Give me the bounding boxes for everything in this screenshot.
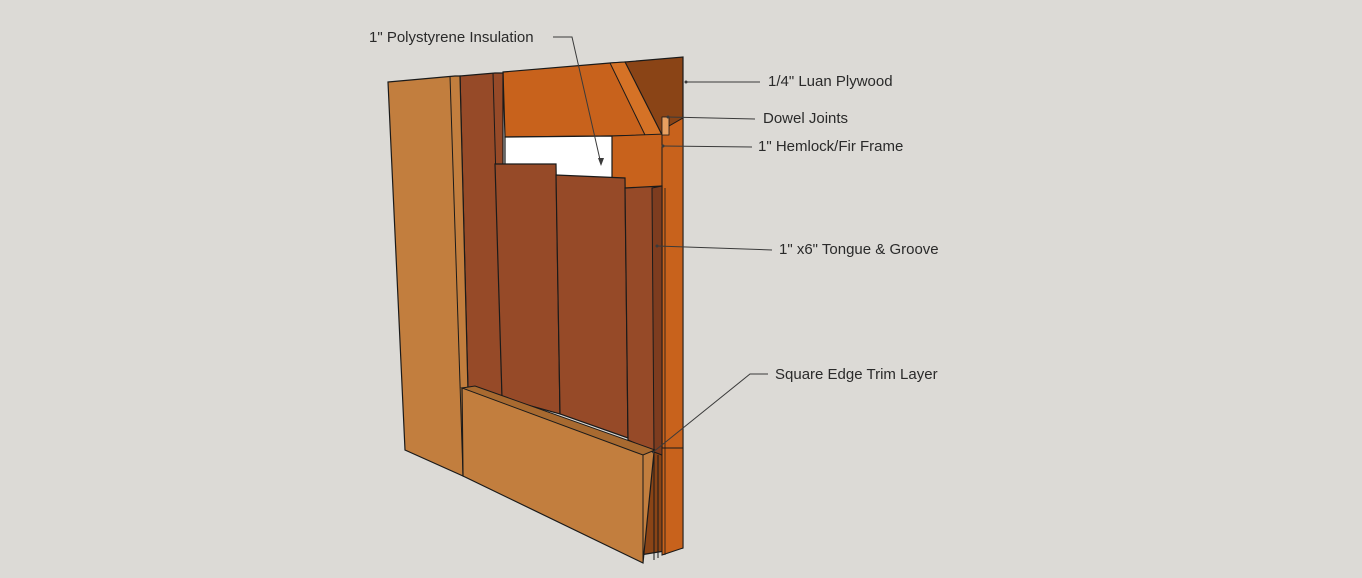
- tongue-groove-board-2: [494, 163, 561, 415]
- leader-hemlock: [662, 145, 753, 148]
- dowel-joint: [661, 116, 670, 136]
- frame-right-lower: [661, 447, 684, 556]
- leader-dowel: [667, 116, 756, 120]
- leader-trim: [651, 373, 768, 454]
- tongue-groove-board-edge: [651, 185, 663, 456]
- label-hemlock-fir-frame: 1" Hemlock/Fir Frame: [758, 138, 904, 155]
- leader-polystyrene: [553, 36, 602, 165]
- leader-arrowheads: [598, 80, 688, 248]
- label-luan-plywood: 1/4" Luan Plywood: [768, 73, 893, 90]
- leader-tongue: [656, 245, 773, 251]
- leader-lines: [553, 36, 773, 454]
- tongue-groove-board-3: [555, 174, 629, 439]
- label-tongue-groove: 1" x6" Tongue & Groove: [779, 241, 939, 258]
- label-dowel-joints: Dowel Joints: [763, 110, 849, 127]
- label-square-edge-trim: Square Edge Trim Layer: [775, 366, 938, 383]
- label-polystyrene-insulation: 1" Polystyrene Insulation: [369, 29, 534, 46]
